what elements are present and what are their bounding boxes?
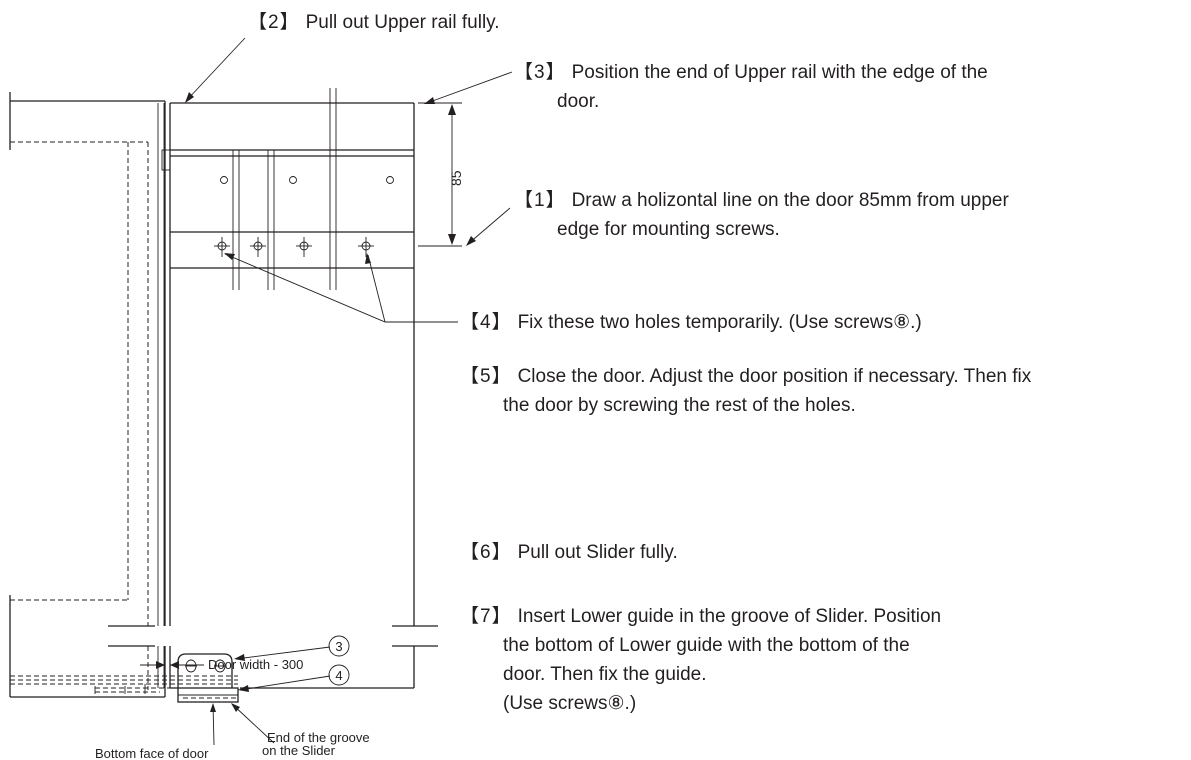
door xyxy=(157,102,415,689)
step-7-text-2: the bottom of Lower guide with the botto… xyxy=(503,635,910,656)
lower-guide-part4 xyxy=(177,687,239,703)
step-1-number: 【1】 xyxy=(514,190,566,211)
step-2: 【2】Pull out Upper rail fully. xyxy=(248,8,500,37)
step-4: 【4】Fix these two holes temporarily. (Use… xyxy=(460,308,922,337)
step-1-text-2: edge for mounting screws. xyxy=(557,219,780,240)
step-4-text: Fix these two holes temporarily. (Use sc… xyxy=(517,312,922,333)
callout-3: 3 xyxy=(234,635,350,661)
callout-4: 4 xyxy=(238,664,350,692)
break-marks xyxy=(100,625,438,647)
step-5-number: 【5】 xyxy=(460,366,512,387)
bottom-leaders: End of the groove on the Slider Bottom f… xyxy=(95,703,370,760)
step-7-text-1: Insert Lower guide in the groove of Slid… xyxy=(517,606,942,627)
groove-label-2: on the Slider xyxy=(262,743,336,758)
cabinet xyxy=(9,92,171,698)
step-6-number: 【6】 xyxy=(460,542,512,563)
dimension-85-label: 85 xyxy=(448,170,464,186)
step-4-number: 【4】 xyxy=(460,312,512,333)
dimension-85: 85 xyxy=(418,102,464,247)
guide-hole-left xyxy=(185,659,197,673)
slider-assembly xyxy=(10,675,238,694)
upper-rail xyxy=(170,88,414,290)
step-6: 【6】Pull out Slider fully. xyxy=(460,538,678,567)
part-4-label: 4 xyxy=(335,668,342,683)
door-width-label: Door width - 300 xyxy=(208,657,303,672)
part-3-label: 3 xyxy=(335,639,342,654)
step-2-number: 【2】 xyxy=(248,12,300,33)
step-3-text-1: Position the end of Upper rail with the … xyxy=(571,62,988,83)
step-3: 【3】Position the end of Upper rail with t… xyxy=(514,58,988,116)
step-3-text-2: door. xyxy=(557,91,600,112)
step-5-text-2: the door by screwing the rest of the hol… xyxy=(503,395,856,416)
step-5: 【5】Close the door. Adjust the door posit… xyxy=(460,362,1031,420)
step-6-text: Pull out Slider fully. xyxy=(517,542,678,563)
screw-hole-4 xyxy=(358,237,374,257)
guide-hole-right xyxy=(214,659,226,673)
door-width-dimension: Door width - 300 xyxy=(140,657,303,672)
step-7-text-3: door. Then fix the guide. xyxy=(503,664,707,685)
step-2-text: Pull out Upper rail fully. xyxy=(305,12,500,33)
leader-lines xyxy=(185,37,513,323)
bottom-face-label: Bottom face of door xyxy=(95,746,209,760)
step-3-number: 【3】 xyxy=(514,62,566,83)
screw-hole-2 xyxy=(250,237,266,257)
step-5-text-1: Close the door. Adjust the door position… xyxy=(517,366,1032,387)
step-7-number: 【7】 xyxy=(460,606,512,627)
screw-hole-1 xyxy=(214,237,230,257)
lower-guide-part3 xyxy=(177,653,233,688)
screw-hole-3 xyxy=(296,237,312,257)
step-1-text-1: Draw a holizontal line on the door 85mm … xyxy=(571,190,1009,211)
step-7-text-4: (Use screws⑧.) xyxy=(503,693,637,714)
step-1: 【1】Draw a holizontal line on the door 85… xyxy=(514,186,1009,244)
step-7: 【7】Insert Lower guide in the groove of S… xyxy=(460,602,941,718)
groove-label-1: End of the groove xyxy=(267,730,370,745)
